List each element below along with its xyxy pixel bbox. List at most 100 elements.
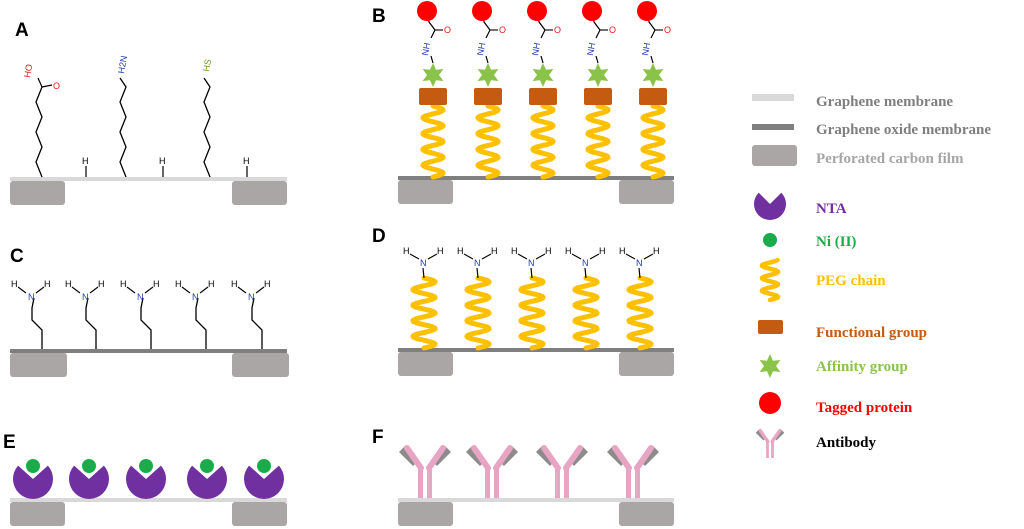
nta-molecule <box>13 465 54 499</box>
nh-bond <box>17 286 27 294</box>
carbon-film-support <box>232 502 287 526</box>
peg-chain <box>464 275 492 351</box>
hydrogen-label: H <box>82 156 89 166</box>
hydrogen-label: H <box>619 246 626 256</box>
ni-icon <box>763 233 777 247</box>
antibody-heavy-chain <box>770 428 782 444</box>
panel-f: F <box>372 427 674 526</box>
linker-bond <box>650 55 654 64</box>
nh-bond <box>181 286 191 294</box>
nh-bond <box>589 253 600 260</box>
hydrogen-label: H <box>231 279 238 289</box>
n-label: N <box>192 292 199 302</box>
oxygen-label: O <box>554 25 561 35</box>
n-label: N <box>28 292 35 302</box>
panel-label-e: E <box>3 432 16 453</box>
tagged-protein-icon <box>759 392 781 414</box>
oxygen-label: O <box>609 25 616 35</box>
linker-bond <box>584 267 587 279</box>
legend-ni-label: Ni (II) <box>816 234 856 250</box>
ni-ion <box>26 459 40 473</box>
hydrogen-label: H <box>511 246 518 256</box>
linker-bond <box>476 267 479 279</box>
functional-group <box>419 88 447 105</box>
hydrogen-label: H <box>545 246 552 256</box>
linker-chain <box>85 297 97 349</box>
tagged-protein <box>582 1 602 21</box>
carbon-film-support <box>619 180 674 204</box>
legend-graphene-oxide-label: Graphene oxide membrane <box>816 122 991 138</box>
nh-bond <box>517 253 528 260</box>
n-label: N <box>528 258 535 268</box>
hydrogen-label: H <box>159 156 166 166</box>
nh-label: NH <box>640 42 652 57</box>
peg-chain <box>626 275 654 351</box>
nta-molecule <box>187 465 227 499</box>
carbon-film-support <box>10 181 65 205</box>
nh-bond <box>481 253 492 260</box>
nta-molecule <box>244 465 284 499</box>
oxygen-label: O <box>53 81 60 91</box>
hydrogen-label: H <box>491 246 498 256</box>
peg-shape <box>759 257 781 303</box>
legend-protein-label: Tagged protein <box>816 400 913 416</box>
nh-label: NH <box>585 42 597 57</box>
antibody-stem <box>766 441 769 458</box>
legend-carbon-film-label: Perforated carbon film <box>816 151 964 167</box>
antibody-heavy-chain <box>612 445 632 471</box>
nta-ni-units <box>13 459 284 499</box>
nh-label: NH <box>475 42 487 57</box>
linker-chain <box>140 297 152 349</box>
carbon-film-support <box>10 353 67 377</box>
linker-bond <box>422 267 425 279</box>
antibody-heavy-chain <box>404 445 424 471</box>
functional-group <box>474 88 502 105</box>
antibody-icon <box>755 428 785 458</box>
antibody-heavy-chain <box>493 445 513 471</box>
functional-group <box>584 88 612 105</box>
panel-a: A HO O H2N HS H H H <box>10 20 287 205</box>
legend-graphene-label: Graphene membrane <box>816 94 953 110</box>
n-label: N <box>248 292 255 302</box>
hydrogen-label: H <box>65 279 72 289</box>
legend-peg-label: PEG chain <box>816 273 886 289</box>
panel-label-a: A <box>15 20 29 41</box>
oxygen-label: O <box>499 25 506 35</box>
hydrogen-label: H <box>208 279 215 289</box>
nh-bond <box>71 286 81 294</box>
functional-group-icon <box>758 320 783 334</box>
hydrogen-label: H <box>264 279 271 289</box>
hydrogen-label: H <box>565 246 572 256</box>
antibody-heavy-chain <box>426 445 446 471</box>
ni-ion <box>257 459 271 473</box>
affinity-group <box>642 63 664 87</box>
antibody-stem <box>626 468 631 498</box>
legend-graphene-swatch <box>752 94 794 101</box>
affinity-group <box>477 63 499 87</box>
peg-chain <box>585 103 611 180</box>
antibody-stem <box>564 468 569 498</box>
peg-chain <box>475 103 501 180</box>
nh-bond <box>643 253 654 260</box>
peg-chain <box>420 103 446 180</box>
linker-bond <box>485 55 489 64</box>
antibody-heavy-chain <box>541 445 561 471</box>
panel-label-b: B <box>372 6 386 27</box>
panel-e: E <box>3 432 287 526</box>
peg-chain-icon <box>759 257 781 303</box>
nh-bond <box>199 286 209 294</box>
hydrogen-label: H <box>653 246 660 256</box>
peg-chain <box>530 103 556 180</box>
ni-ion <box>200 459 214 473</box>
affinity-group <box>587 63 609 87</box>
panel-label-c: C <box>10 246 24 267</box>
n-label: N <box>636 258 643 268</box>
hydroxyl-label: HO <box>22 63 34 78</box>
linker-bond <box>638 267 641 279</box>
carbon-film-support <box>619 502 674 526</box>
peg-chain <box>410 275 438 351</box>
n-label: N <box>420 258 427 268</box>
hydrogen-label: H <box>243 156 250 166</box>
